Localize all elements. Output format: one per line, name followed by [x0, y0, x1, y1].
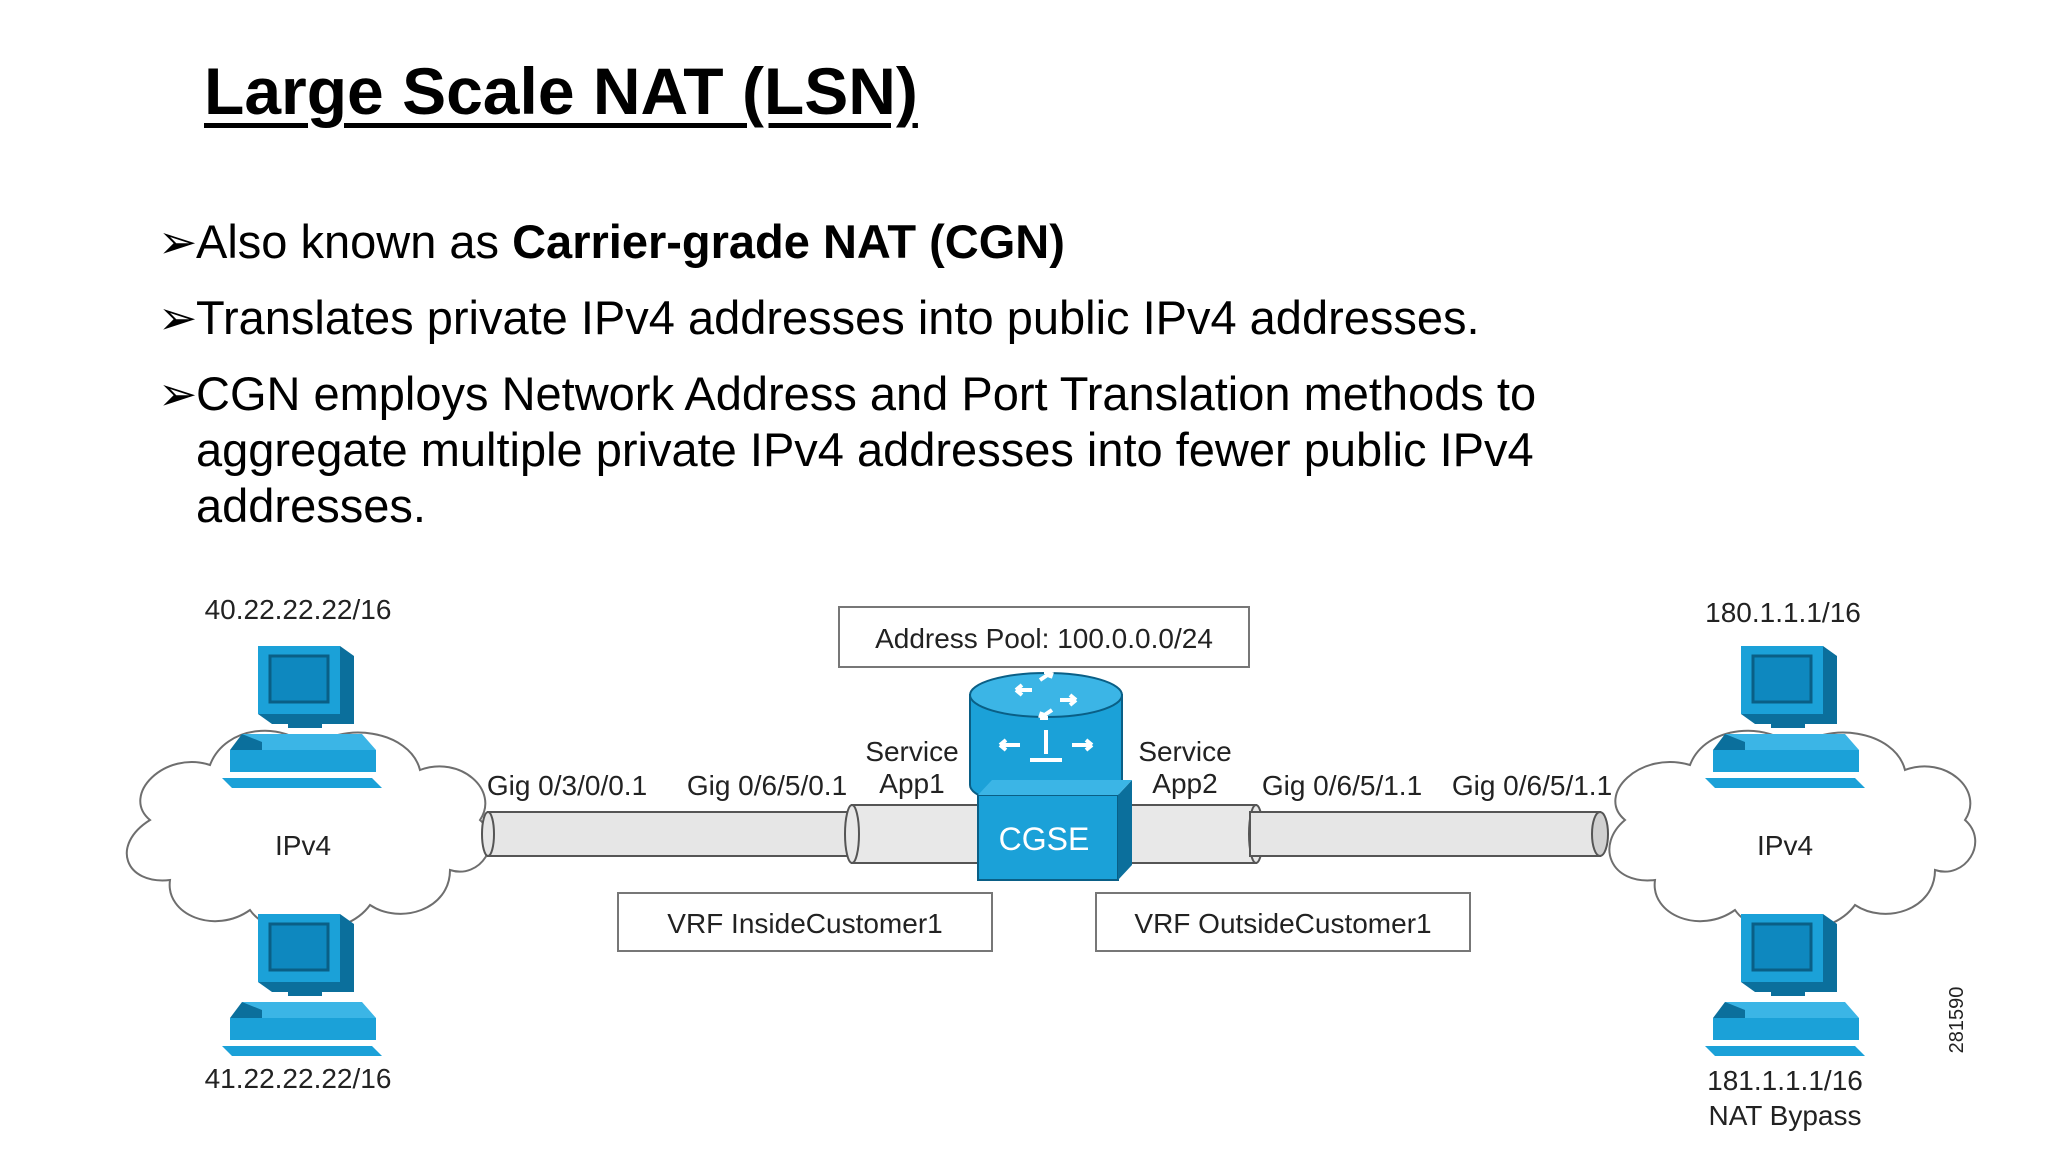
bullet-napt-line2: aggregate multiple private IPv4 addresse… [196, 423, 1534, 476]
computer-icon [222, 644, 382, 790]
service-app1-line2: App1 [879, 768, 944, 799]
right-cloud-label: IPv4 [1757, 830, 1813, 861]
link-service-app2-tube [1109, 804, 1264, 864]
vrf-outside-box: VRF OutsideCustomer1 [1095, 892, 1471, 952]
bullet-arrow-icon: ➢ [158, 215, 198, 268]
service-app1-line1: Service [865, 736, 958, 767]
interface-label-gig-0-3-0-0-1: Gig 0/3/0/0.1 [487, 770, 647, 801]
bullet-napt: ➢CGN employs Network Address and Port Tr… [158, 366, 1536, 534]
bullet-cgn-prefix: Also known as [196, 215, 513, 268]
address-pool-box: Address Pool: 100.0.0.0/24 [838, 606, 1250, 668]
link-left-tube [481, 811, 859, 857]
vrf-inside-label: VRF InsideCustomer1 [667, 908, 942, 939]
bullet-arrow-icon: ➢ [158, 291, 198, 344]
vrf-inside-box: VRF InsideCustomer1 [617, 892, 993, 952]
bullet-translates-text: Translates private IPv4 addresses into p… [196, 291, 1480, 344]
host-40-22-22-22: 40.22.22.22/16 [205, 594, 392, 790]
address-pool-label: Address Pool: 100.0.0.0/24 [875, 623, 1213, 654]
computer-icon [1705, 644, 1865, 790]
service-app2-line1: Service [1138, 736, 1231, 767]
cgse-router-icon: CGSE [969, 670, 1132, 881]
host-address-label: 181.1.1.1/16 [1707, 1065, 1863, 1096]
nat-bypass-label: NAT Bypass [1708, 1100, 1861, 1131]
router-label: CGSE [999, 821, 1090, 857]
bullet-translates: ➢Translates private IPv4 addresses into … [158, 290, 1480, 346]
link-right-tube [1249, 811, 1609, 857]
host-address-label: 40.22.22.22/16 [205, 594, 392, 625]
figure-id: 281590 [1946, 987, 1968, 1054]
link-service-app1-tube [844, 804, 985, 864]
bullet-napt-line3: addresses. [196, 479, 426, 532]
bullet-cgn: ➢Also known as Carrier-grade NAT (CGN) [158, 214, 1065, 270]
left-cloud-label: IPv4 [275, 830, 331, 861]
computer-icon [1705, 912, 1865, 1058]
service-app2-line2: App2 [1152, 768, 1217, 799]
bullet-napt-line1: CGN employs Network Address and Port Tra… [196, 367, 1537, 420]
interface-label-gig-0-6-5-0-1: Gig 0/6/5/0.1 [687, 770, 847, 801]
computer-icon [222, 912, 382, 1058]
right-ipv4-cloud: IPv4 [1608, 729, 1977, 933]
host-180-1-1-1: 180.1.1.1/16 [1705, 597, 1865, 790]
bullet-arrow-icon: ➢ [158, 367, 198, 420]
vrf-outside-label: VRF OutsideCustomer1 [1134, 908, 1431, 939]
host-address-label: 41.22.22.22/16 [205, 1063, 392, 1094]
host-address-label: 180.1.1.1/16 [1705, 597, 1861, 628]
slide-title: Large Scale NAT (LSN) [204, 54, 918, 128]
interface-label-gig-0-6-5-1-1-inner: Gig 0/6/5/1.1 [1262, 770, 1422, 801]
cgn-network-diagram: IPv4 IPv4 CGSE Address Pool: 100.0.0.0/2… [125, 594, 1977, 1131]
host-181-1-1-1-nat-bypass: 181.1.1.1/16 NAT Bypass [1705, 912, 1865, 1131]
interface-label-gig-0-6-5-1-1-outer: Gig 0/6/5/1.1 [1452, 770, 1612, 801]
bullet-cgn-bold: Carrier-grade NAT (CGN) [512, 215, 1065, 268]
host-41-22-22-22: 41.22.22.22/16 [205, 912, 392, 1094]
